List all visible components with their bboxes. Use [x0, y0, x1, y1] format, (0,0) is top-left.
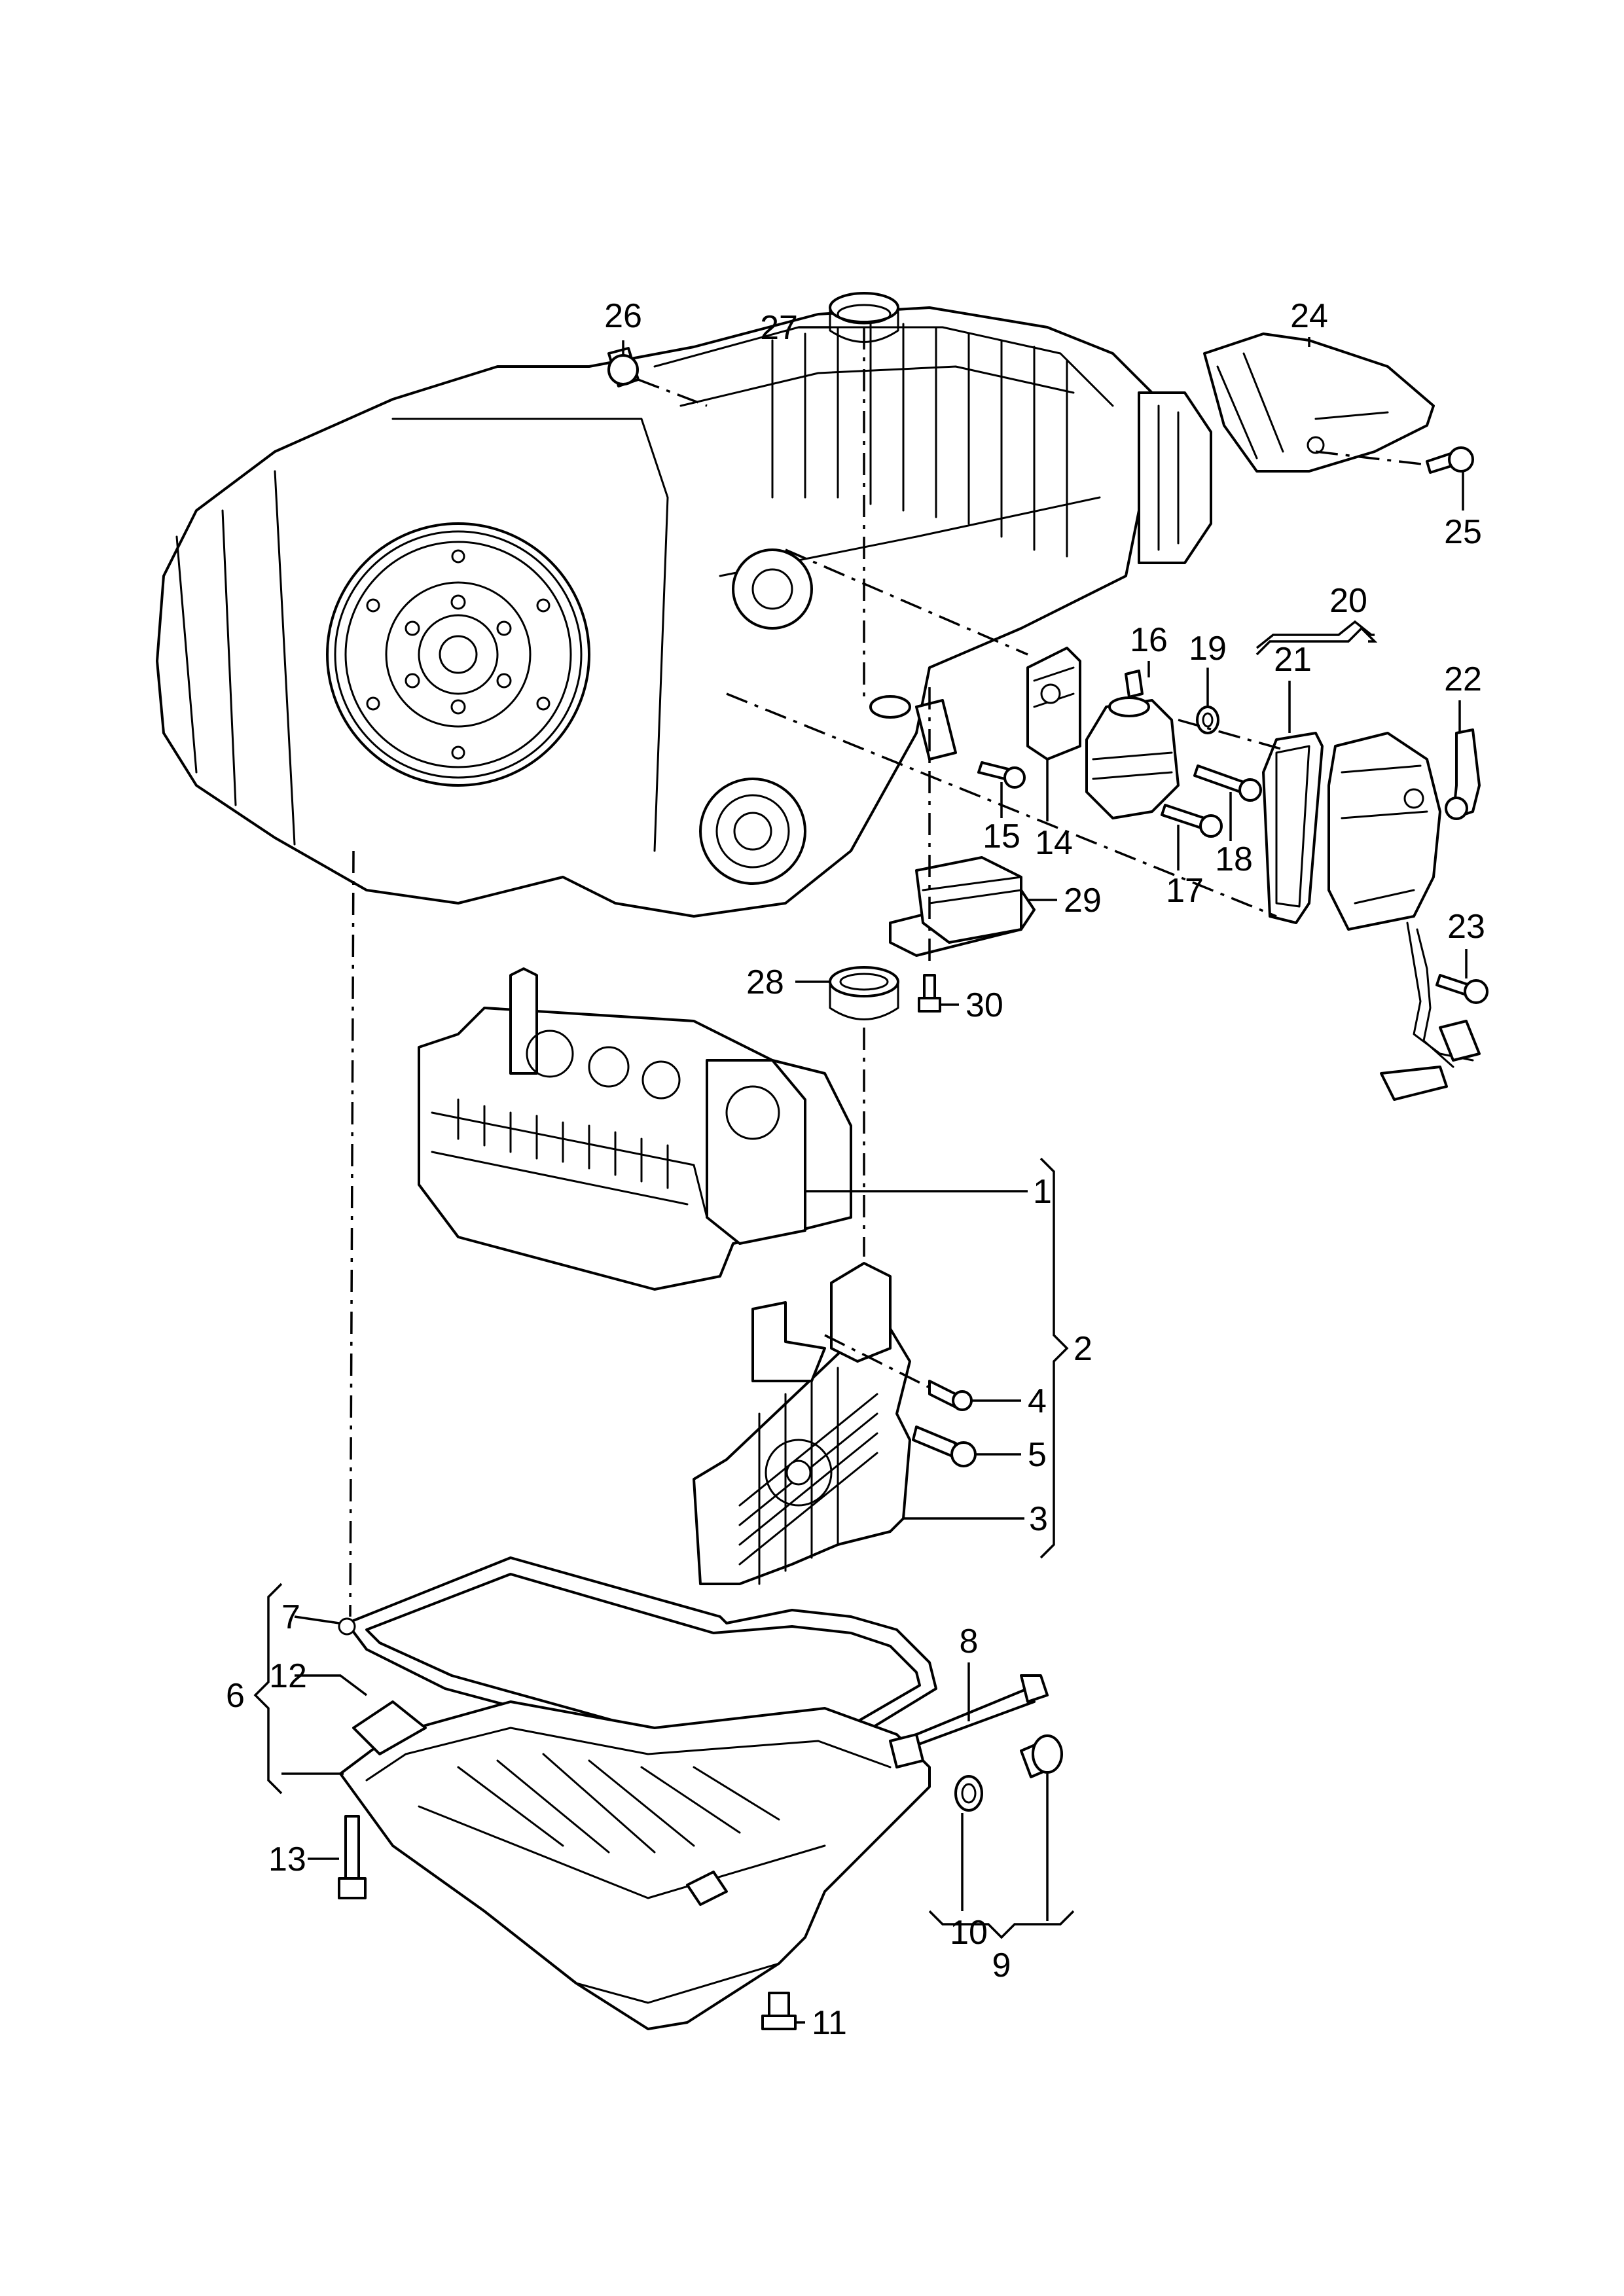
callout-9: 9 [992, 1946, 1011, 1984]
clip-22 [1445, 728, 1481, 820]
bolt-15 [977, 761, 1026, 789]
heat-shield-24 [1203, 332, 1435, 473]
bolt-17 [1161, 804, 1223, 838]
callout-5: 5 [1028, 1436, 1047, 1474]
cover-20 [1327, 732, 1441, 931]
callout-15: 15 [983, 817, 1020, 855]
drain-plug [761, 1992, 797, 2030]
mechatronic-valve-body [418, 967, 852, 1291]
filler-tube [889, 1674, 1049, 1768]
control-unit-plate [693, 1262, 911, 1585]
bolt-4 [928, 1380, 973, 1411]
callout-22: 22 [1444, 660, 1482, 698]
callout-18: 18 [1215, 840, 1253, 878]
callout-20: 20 [1329, 582, 1367, 620]
callout-11: 11 [812, 2004, 847, 2042]
bolt-25 [1426, 446, 1474, 474]
bolt-13 [338, 1815, 367, 1899]
seal-28 [829, 966, 899, 1020]
callout-2: 2 [1074, 1330, 1092, 1368]
bolt-30 [918, 974, 941, 1013]
callout-30: 30 [965, 986, 1003, 1024]
callout-27: 27 [760, 309, 798, 347]
callout-1: 1 [1033, 1173, 1052, 1211]
callout-24: 24 [1290, 297, 1328, 335]
oil-check-plug [954, 1734, 1063, 1812]
callout-17: 17 [1166, 872, 1204, 910]
seal-27 [829, 292, 899, 343]
callout-7: 7 [281, 1598, 300, 1636]
plug-26 [607, 347, 640, 387]
transmission-mount [889, 856, 1036, 957]
solenoid-valve-16 [1085, 670, 1180, 819]
callout-16: 16 [1130, 621, 1168, 659]
transmission-housing [156, 306, 1212, 918]
callout-19: 19 [1189, 630, 1227, 668]
callout-26: 26 [604, 297, 642, 335]
callout-12: 12 [269, 1657, 307, 1695]
callout-25: 25 [1444, 513, 1482, 551]
callout-4: 4 [1028, 1382, 1047, 1420]
bolt-5 [912, 1426, 977, 1467]
callout-21: 21 [1274, 641, 1312, 679]
bolt-23 [1435, 974, 1489, 1004]
callout-3: 3 [1029, 1500, 1048, 1538]
bolt-18 [1193, 764, 1262, 802]
cover-gasket-21 [1262, 732, 1324, 924]
bracket-14 [1026, 647, 1081, 761]
callout-labels: 26 27 24 25 20 16 19 21 22 15 14 18 17 2… [226, 297, 1485, 2042]
wiring-harness [1380, 922, 1481, 1101]
callout-23: 23 [1447, 908, 1485, 946]
callout-14: 14 [1035, 824, 1073, 862]
callout-10: 10 [950, 1914, 988, 1952]
oil-pan [339, 1700, 931, 2030]
ring-19 [1196, 706, 1219, 734]
callout-29: 29 [1064, 882, 1102, 920]
callout-13: 13 [268, 1840, 306, 1878]
callout-8: 8 [960, 1623, 979, 1660]
callout-6: 6 [226, 1677, 245, 1715]
leader-lines [253, 326, 1468, 2024]
callout-28: 28 [746, 963, 784, 1001]
